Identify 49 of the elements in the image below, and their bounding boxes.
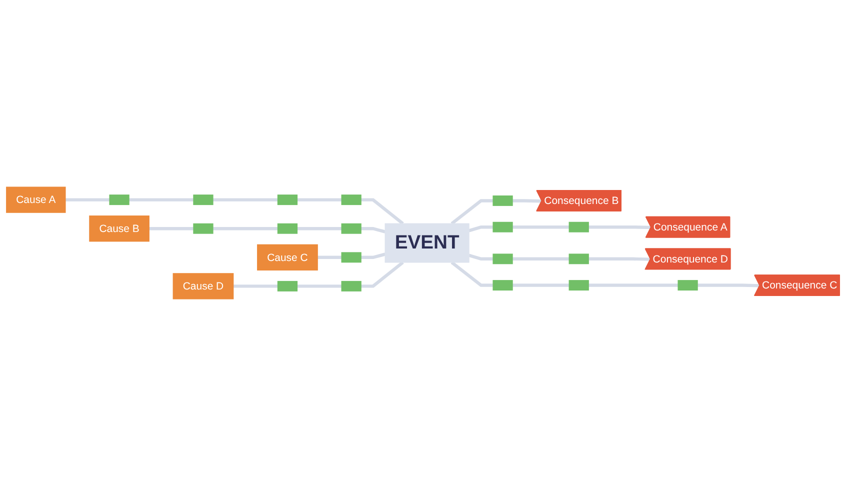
connector <box>297 198 342 202</box>
connector <box>361 226 386 234</box>
connector <box>588 257 651 261</box>
connector <box>512 199 542 203</box>
connector <box>512 257 570 261</box>
connector <box>128 198 194 202</box>
connector <box>149 226 194 230</box>
node-box: Cause A <box>6 186 66 213</box>
connector <box>588 284 678 287</box>
connector <box>212 198 278 202</box>
node-bar <box>341 252 362 263</box>
node-bar <box>341 280 362 292</box>
connector <box>65 198 110 202</box>
connector <box>588 225 652 230</box>
node-bar <box>492 195 513 206</box>
connector <box>297 226 342 230</box>
node-box: Cause D <box>172 273 234 300</box>
connector <box>450 261 494 287</box>
node-bar <box>568 222 589 232</box>
node-bar <box>492 254 513 264</box>
connector <box>361 198 404 225</box>
node-bar <box>341 223 362 234</box>
node-bar <box>109 194 130 206</box>
node-bar <box>277 280 298 292</box>
connector <box>450 199 494 225</box>
node-box: Cause B <box>89 216 150 242</box>
node-bar <box>568 280 589 291</box>
connector <box>212 226 278 230</box>
node-bar <box>277 223 298 234</box>
node-box: Cause C <box>257 244 318 270</box>
connector <box>361 252 386 259</box>
node-bar <box>277 194 298 206</box>
connector <box>512 225 570 229</box>
node-box: EVENT <box>384 223 470 263</box>
connector <box>297 284 342 288</box>
node-bar <box>492 222 513 232</box>
connector <box>318 256 342 259</box>
node-bar <box>568 254 589 264</box>
node-bar <box>193 223 214 234</box>
node-bar <box>193 194 214 206</box>
node-bar <box>341 194 362 206</box>
connector <box>512 284 570 287</box>
connector <box>233 284 278 288</box>
node-bar <box>492 280 513 291</box>
connector <box>697 284 760 288</box>
connector <box>361 261 404 288</box>
node-bar <box>678 280 698 291</box>
connector <box>468 254 494 261</box>
connector <box>468 225 494 232</box>
